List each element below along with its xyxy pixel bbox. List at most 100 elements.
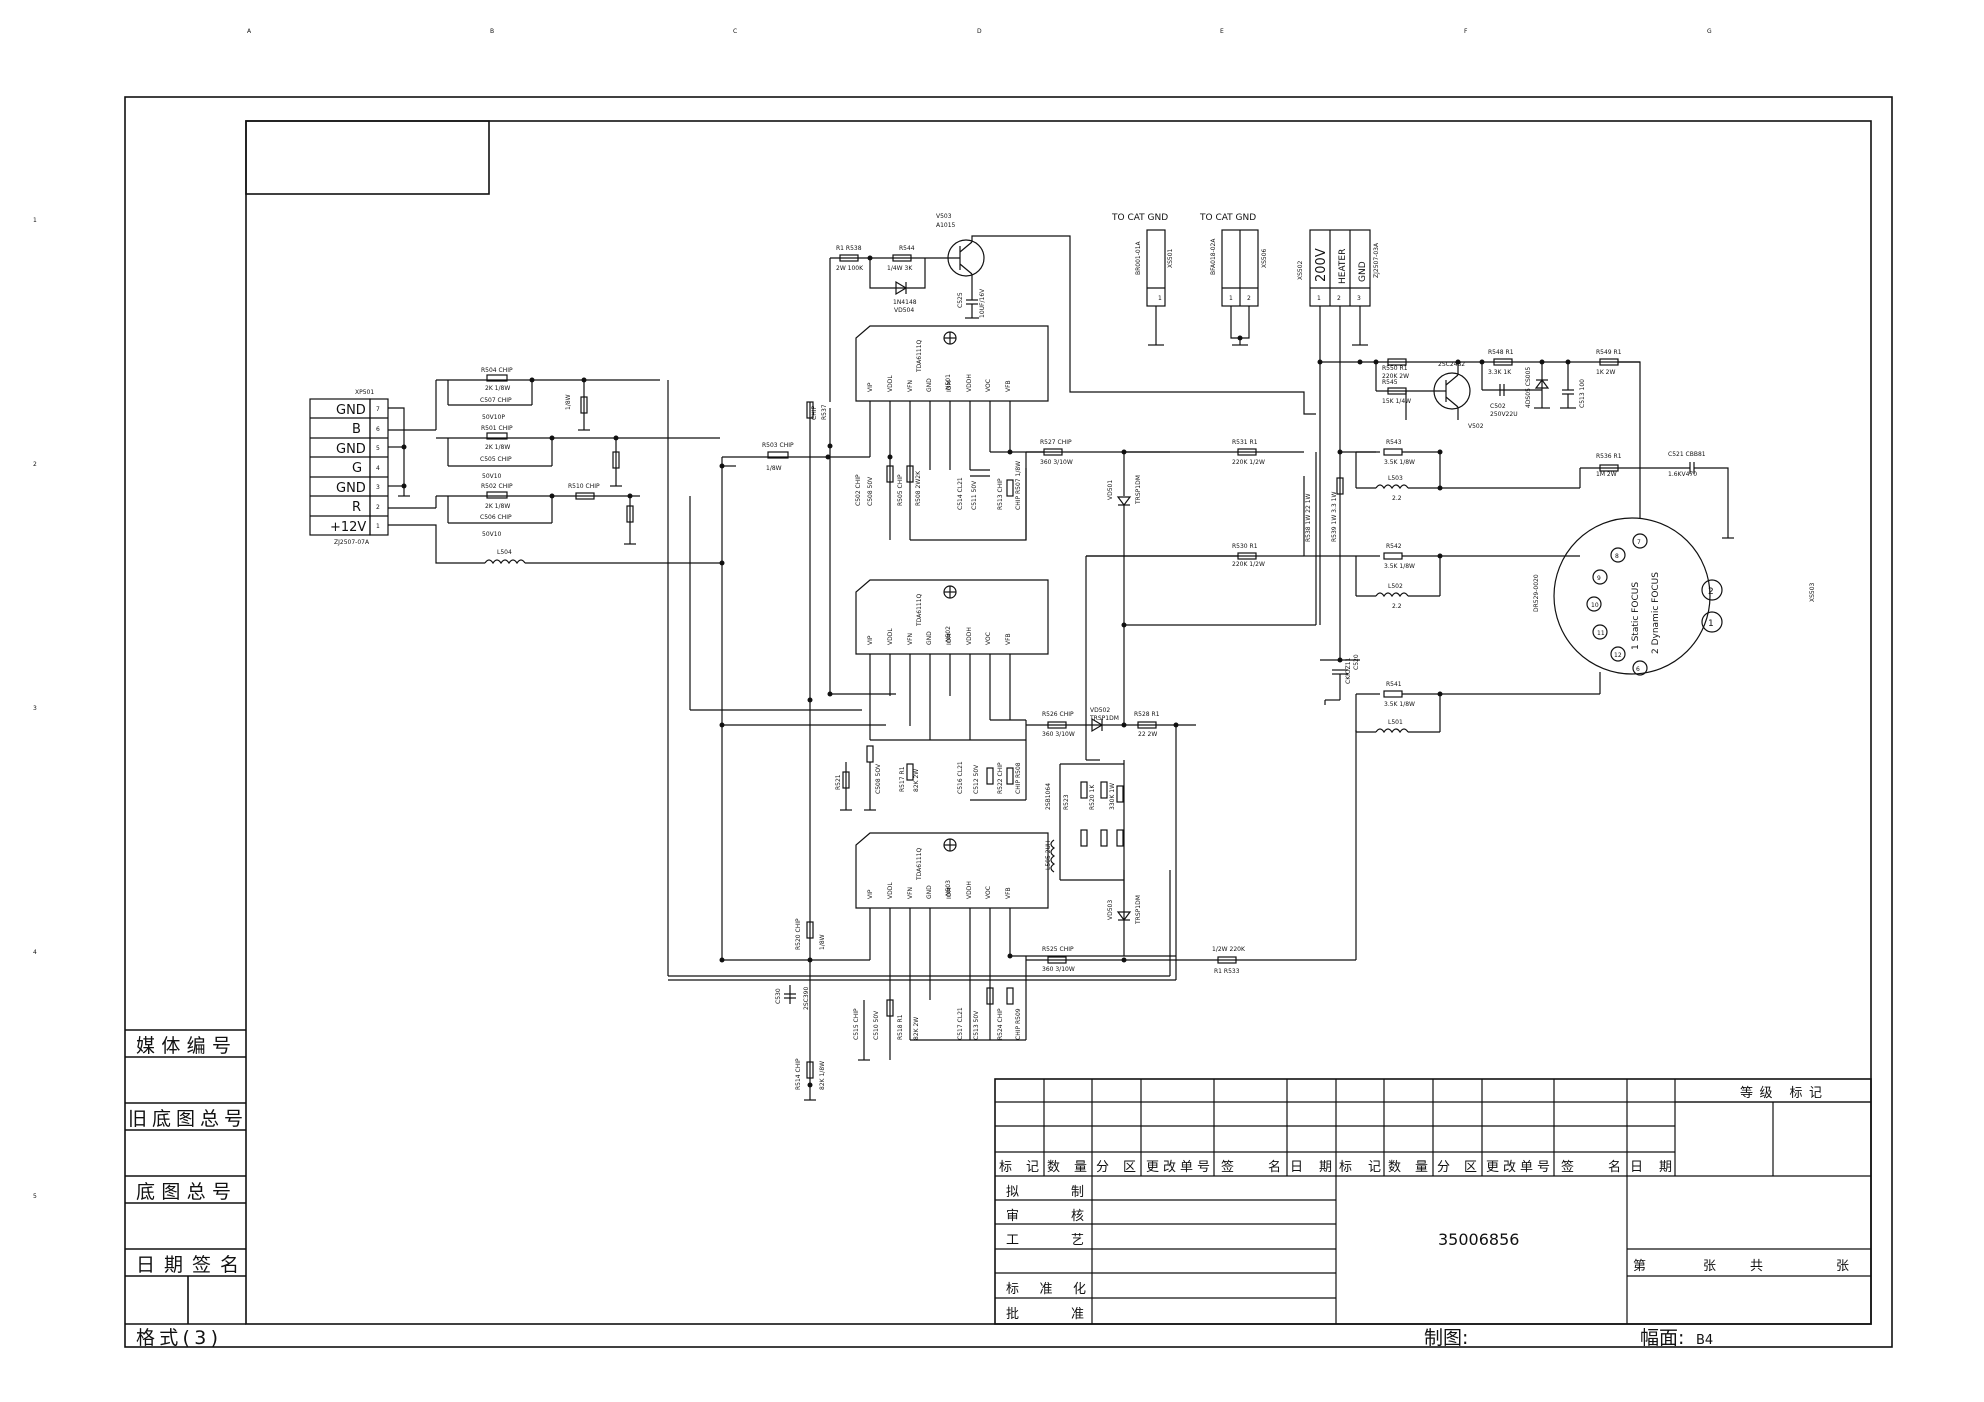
svg-text:R514 CHIP: R514 CHIP [795,1058,802,1090]
svg-text:VD504: VD504 [894,307,914,314]
xp501-pin-label: GND [336,403,366,418]
svg-text:C520: C520 [1353,654,1360,670]
svg-text:1N4148: 1N4148 [893,299,917,306]
svg-text:R510 CHIP: R510 CHIP [568,483,600,490]
svg-text:C508 50V: C508 50V [867,476,874,506]
sheet-label: 张 [1703,1259,1716,1274]
svg-text:CHIP R507 1/8W: CHIP R507 1/8W [1015,461,1022,510]
svg-text:1/8W: 1/8W [565,394,572,410]
cat-gnd-connectors: TO CAT GND TO CAT GND 1 BR001-01A XS501 … [1111,213,1268,346]
svg-text:VIP: VIP [867,635,874,645]
svg-text:220K 1/2W: 220K 1/2W [1232,459,1265,466]
ic-n502: TDA6111Q N502 VIP VDDL VFN GND IOM VDDH … [855,579,1049,801]
role-label: 标 准 化 [1006,1282,1086,1297]
svg-text:R1 R533: R1 R533 [1214,968,1240,975]
svg-text:ZJ2507-03A: ZJ2507-03A [1373,242,1380,278]
svg-text:R548 R1: R548 R1 [1488,349,1514,356]
svg-text:TDA6111Q: TDA6111Q [916,593,923,627]
svg-text:C505 CHIP: C505 CHIP [480,456,512,463]
svg-text:360 3/10W: 360 3/10W [1042,731,1075,738]
svg-text:2SC390: 2SC390 [803,987,810,1010]
svg-text:220K 1/2W: 220K 1/2W [1232,561,1265,568]
grid-markers: A B C D E F G 1 2 3 4 5 [33,28,1712,1200]
svg-text:TRSP1DM: TRSP1DM [1135,475,1142,505]
svg-text:C502: C502 [1490,403,1506,410]
ic-n501: TDA6111Q N501 VIP VDDL VFN GND IOM VDDH … [855,325,1049,541]
svg-text:360 3/10W: 360 3/10W [1040,459,1073,466]
svg-text:8: 8 [1615,553,1619,560]
svg-text:330K 1W: 330K 1W [1109,783,1116,810]
doc-number: 35006856 [1438,1230,1519,1249]
svg-text:3: 3 [1357,295,1361,302]
grid-letter: G [1707,28,1712,35]
svg-text:50V10: 50V10 [482,473,502,480]
svg-text:1/8W: 1/8W [766,465,782,472]
svg-text:3.5K 1/8W: 3.5K 1/8W [1384,563,1415,570]
svg-text:1K 2W: 1K 2W [1596,369,1615,376]
rev-header: 更改单号 [1146,1160,1210,1175]
svg-text:R505 CHIP: R505 CHIP [897,474,904,506]
svg-text:V503: V503 [936,213,952,220]
role-label: 审 核 [1006,1209,1084,1224]
rev-header: 分区 [1096,1160,1136,1175]
svg-text:R1 R538: R1 R538 [836,245,862,252]
xs502-label: HEATER [1338,249,1348,284]
svg-text:C525: C525 [957,292,964,308]
svg-text:R503 CHIP: R503 CHIP [762,442,794,449]
svg-text:1/8W: 1/8W [819,934,826,950]
svg-text:2K 1/8W: 2K 1/8W [485,444,510,451]
svg-text:TRSP1DM: TRSP1DM [1089,715,1119,722]
svg-text:C512 50V: C512 50V [973,764,980,794]
svg-text:2W 100K: 2W 100K [836,265,864,272]
svg-text:82K 1/8W: 82K 1/8W [819,1061,826,1090]
svg-text:2: 2 [376,504,380,511]
svg-text:C513 50V: C513 50V [973,1010,980,1040]
xs502-label: GND [1358,261,1368,282]
svg-text:3.3K 1K: 3.3K 1K [1488,369,1512,376]
svg-text:XS502: XS502 [1297,260,1304,280]
svg-text:250V22U: 250V22U [1490,411,1518,418]
svg-text:R501 CHIP: R501 CHIP [481,425,513,432]
cat-gnd-label: TO CAT GND [1199,213,1256,223]
rev-header: 日期 [1290,1160,1332,1175]
svg-text:IOM: IOM [946,380,953,392]
svg-text:R524 CHIP: R524 CHIP [997,1008,1004,1040]
cat-gnd-label: TO CAT GND [1111,213,1168,223]
title-block: 标记 数量 分区 更改单号 签 名 日期 标记 数量 分区 更改单号 签 名 日… [994,1078,1872,1325]
xp501-pin-label: R [352,500,361,515]
svg-text:CKIOZ11: CKIOZ11 [1345,657,1352,684]
transistor-v503: V503 A1015 R1 R538 2W 100K R544 1/4W 3K … [829,213,1316,415]
svg-text:R527 CHIP: R527 CHIP [1040,439,1072,446]
svg-text:1.6KV470: 1.6KV470 [1668,471,1697,478]
svg-text:1M 2W: 1M 2W [1596,471,1617,478]
svg-text:VDDL: VDDL [887,375,894,392]
svg-text:3.5K 1/8W: 3.5K 1/8W [1384,459,1415,466]
xp501-pin-label: GND [336,481,366,496]
svg-text:2: 2 [1337,295,1341,302]
svg-text:C515 CHIP: C515 CHIP [853,1008,860,1040]
svg-text:2SB1064: 2SB1064 [1045,783,1052,810]
svg-text:R513 CHIP: R513 CHIP [997,478,1004,510]
grid-letter: E [1220,28,1224,35]
input-networks: R504 CHIP 2K 1/8W C507 CHIP 50V10P 1/8W … [388,367,725,566]
supply-rails: R503 CHIP 1/8W CHIP R537 [667,380,1171,1088]
grid-letter: B [490,28,494,35]
svg-text:R520 CHIP: R520 CHIP [795,918,802,950]
svg-text:82K 2W: 82K 2W [913,769,920,792]
xp501-pin-label: B [352,422,361,437]
svg-text:9: 9 [1597,575,1601,582]
svg-text:1/4W 3K: 1/4W 3K [887,265,913,272]
svg-text:2K 1/8W: 2K 1/8W [485,385,510,392]
svg-text:R517 R1: R517 R1 [899,766,906,792]
schematic: XP501 GND B GND G GND R +12V 7 6 5 4 3 2… [309,213,1816,1101]
svg-text:IOM: IOM [946,887,953,899]
svg-text:R528 R1: R528 R1 [1134,711,1160,718]
svg-text:C511 50V: C511 50V [971,480,978,510]
svg-text:1: 1 [1158,295,1162,302]
svg-text:4: 4 [376,465,380,472]
svg-text:VOC: VOC [985,886,992,899]
svg-text:2.2: 2.2 [1392,603,1402,610]
svg-text:10: 10 [1591,602,1599,609]
svg-text:R542: R542 [1386,543,1402,550]
